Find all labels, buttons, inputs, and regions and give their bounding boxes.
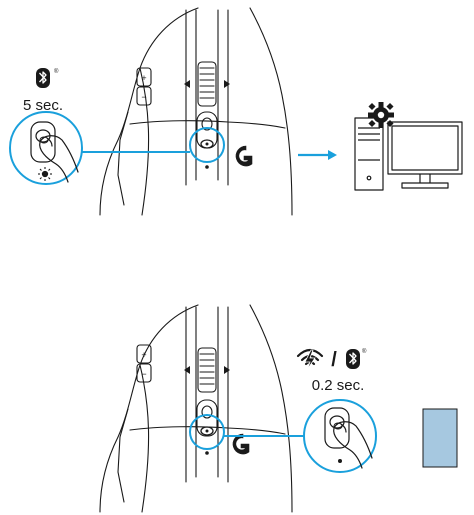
step1-mouse bbox=[99, 7, 293, 216]
wheel-right-arrow-icon bbox=[224, 80, 230, 88]
step1-duration-label: 5 sec. bbox=[23, 97, 63, 114]
side-button-minus-icon: − bbox=[141, 369, 146, 379]
arrow-head-icon bbox=[328, 150, 337, 160]
step2-bluetooth-registered-mark: ® bbox=[362, 348, 367, 355]
indicator-led-icon bbox=[205, 165, 209, 169]
step2-mouse bbox=[99, 304, 293, 513]
step1-logitech-g-logo-icon bbox=[235, 145, 253, 167]
side-button-plus-icon: + bbox=[141, 350, 146, 360]
desktop-computer-icon bbox=[354, 117, 463, 191]
step2-logitech-g-logo-icon bbox=[232, 433, 250, 455]
step2-button-highlight bbox=[189, 414, 225, 450]
step1-bluetooth-registered-mark: ® bbox=[54, 68, 59, 75]
step2-lightspeed-wireless-icon bbox=[296, 348, 324, 371]
step1-bluetooth-icon bbox=[36, 68, 50, 88]
step1-zoom-callout bbox=[9, 111, 83, 185]
step1-led-sun-icon bbox=[38, 167, 52, 181]
wheel-left-arrow-icon bbox=[184, 366, 190, 374]
receiver-device bbox=[422, 408, 458, 468]
step2-zoom-callout bbox=[303, 399, 377, 473]
step2-bluetooth-icon bbox=[346, 349, 360, 369]
gear-icon bbox=[368, 102, 394, 128]
side-button-plus-icon: + bbox=[141, 73, 146, 83]
step2-duration-label: 0.2 sec. bbox=[312, 377, 365, 394]
wheel-right-arrow-icon bbox=[224, 366, 230, 374]
step1-button-highlight bbox=[189, 127, 225, 163]
step2-separator: / bbox=[331, 349, 337, 371]
side-button-minus-icon: − bbox=[141, 92, 146, 102]
wheel-left-arrow-icon bbox=[184, 80, 190, 88]
indicator-led-icon bbox=[205, 451, 209, 455]
